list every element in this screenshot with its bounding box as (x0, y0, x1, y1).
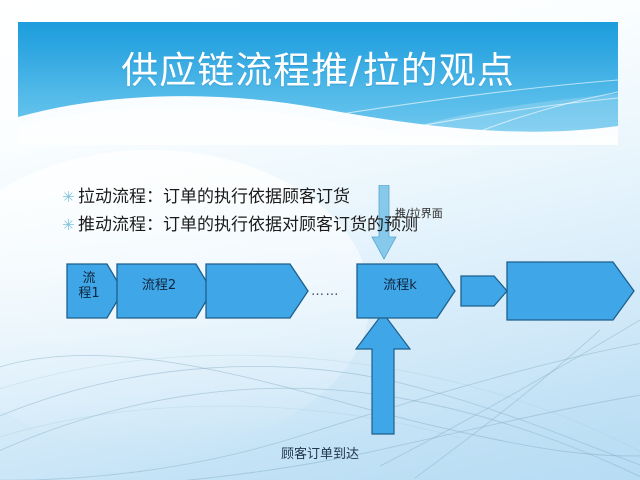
chevron-step-last (506, 261, 635, 321)
chevron-step-small (460, 275, 508, 307)
chevron-step-k (356, 263, 456, 319)
arrow-down-icon (371, 185, 397, 260)
chevron-step-1 (66, 263, 124, 319)
chevron-step-2 (116, 263, 213, 319)
page-title: 供应链流程推/拉的观点 (121, 49, 515, 92)
order-arrival-caption: 顾客订单到达 (280, 447, 359, 462)
bullet-text-push: 推动流程：订单的执行依据对顾客订货的预测 (78, 215, 418, 235)
bullet-marker-icon: ✳ (62, 188, 75, 206)
arrow-up-icon (355, 313, 411, 435)
push-pull-boundary-label: 推/拉界面 (395, 207, 443, 220)
process-flow-diagram (66, 261, 635, 321)
bullet-text-pull: 拉动流程：订单的执行依据顾客订货 (78, 187, 350, 207)
bullet-marker-icon: ✳ (62, 216, 75, 234)
bullet-list: ✳ 拉动流程：订单的执行依据顾客订货 ✳ 推动流程：订单的执行依据对顾客订货的预… (62, 184, 582, 240)
title-banner: 供应链流程推/拉的观点 (18, 22, 618, 145)
list-item: ✳ 推动流程：订单的执行依据对顾客订货的预测 (62, 212, 582, 240)
list-item: ✳ 拉动流程：订单的执行依据顾客订货 (62, 184, 582, 212)
ellipsis-separator: …… (311, 284, 340, 299)
banner-wave-decoration (18, 79, 618, 145)
chevron-step-3 (205, 263, 309, 319)
